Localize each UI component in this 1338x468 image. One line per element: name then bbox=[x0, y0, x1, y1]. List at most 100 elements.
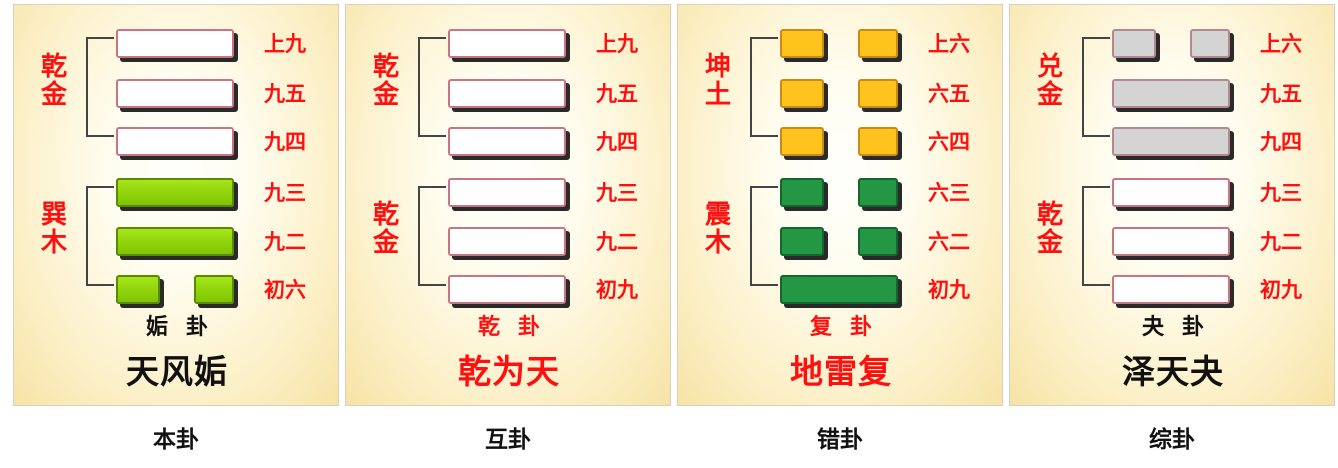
yao-line bbox=[1112, 127, 1237, 161]
yin-bar-right bbox=[194, 275, 234, 304]
yang-bar bbox=[1112, 275, 1230, 304]
yin-bar-right bbox=[858, 79, 898, 108]
yang-bar bbox=[448, 227, 566, 256]
yao-position-label: 九三 bbox=[596, 181, 638, 205]
yang-bar bbox=[116, 79, 234, 108]
yang-bar bbox=[448, 275, 566, 304]
yao-line bbox=[116, 178, 241, 212]
yang-bar bbox=[780, 275, 898, 304]
yang-bar bbox=[116, 178, 234, 207]
yang-bar bbox=[1112, 127, 1230, 156]
hexagram-full-name: 地雷复 bbox=[790, 352, 892, 391]
hexagram-panel: 坤 土震 木 上六六五六四六三六二初九复卦地雷复 bbox=[677, 4, 1003, 406]
yin-bar-left bbox=[780, 127, 824, 156]
hexagram-short-name: 复卦 bbox=[809, 315, 890, 340]
yao-line bbox=[116, 29, 241, 63]
yao-position-label: 九五 bbox=[264, 82, 306, 106]
yao-line bbox=[448, 178, 573, 212]
yao-line bbox=[780, 178, 905, 212]
lower-trigram-label: 乾 金 bbox=[372, 200, 399, 258]
yin-bar-right bbox=[858, 127, 898, 156]
yao-position-label: 初九 bbox=[596, 278, 638, 302]
yao-line bbox=[116, 275, 241, 309]
yao-position-label: 九二 bbox=[1260, 230, 1302, 254]
yao-line bbox=[116, 127, 241, 161]
hexagram-full-name: 泽天夬 bbox=[1122, 352, 1224, 391]
yang-bar bbox=[448, 79, 566, 108]
yao-position-label: 九四 bbox=[596, 130, 638, 154]
yang-bar bbox=[1112, 79, 1230, 108]
lower-trigram-label: 震 木 bbox=[704, 200, 731, 258]
lower-trigram-bracket bbox=[1082, 186, 1110, 286]
lower-trigram-label: 巽 木 bbox=[40, 200, 67, 258]
upper-trigram-label: 坤 土 bbox=[704, 52, 731, 110]
yao-position-label: 初九 bbox=[928, 278, 970, 302]
upper-trigram-bracket bbox=[1082, 37, 1110, 137]
yao-position-label: 六二 bbox=[928, 230, 970, 254]
yin-bar-right bbox=[858, 29, 898, 58]
hexagram-short-name: 乾卦 bbox=[477, 315, 558, 340]
yang-bar bbox=[448, 127, 566, 156]
yao-line bbox=[116, 227, 241, 261]
yao-position-label: 六四 bbox=[928, 130, 970, 154]
hexagram-full-name: 乾为天 bbox=[458, 352, 560, 391]
yao-position-label: 六五 bbox=[928, 82, 970, 106]
yao-position-label: 上六 bbox=[1260, 32, 1302, 56]
yin-bar-left bbox=[780, 29, 824, 58]
yao-position-label: 六三 bbox=[928, 181, 970, 205]
yao-line bbox=[1112, 227, 1237, 261]
lower-trigram-bracket bbox=[418, 186, 446, 286]
yang-bar bbox=[116, 127, 234, 156]
panel-caption: 错卦 bbox=[817, 427, 863, 453]
yang-bar bbox=[448, 178, 566, 207]
hexagram-panel: 乾 金乾 金上九九五九四九三九二初九乾卦乾为天 bbox=[345, 4, 671, 406]
yao-line bbox=[448, 79, 573, 113]
yao-line bbox=[448, 275, 573, 309]
yao-position-label: 九三 bbox=[264, 181, 306, 205]
upper-trigram-bracket bbox=[750, 37, 778, 137]
hexagram-full-name: 天风姤 bbox=[126, 352, 228, 391]
yao-position-label: 初九 bbox=[1260, 278, 1302, 302]
yin-bar-left bbox=[1112, 29, 1156, 58]
hexagram-panel: 兑 金乾 金上六九五九四九三九二初九夬卦泽天夬 bbox=[1009, 4, 1335, 406]
yao-line bbox=[448, 227, 573, 261]
yao-position-label: 九二 bbox=[596, 230, 638, 254]
yao-line bbox=[1112, 29, 1237, 63]
yao-line bbox=[780, 275, 905, 309]
lower-trigram-bracket bbox=[86, 186, 114, 286]
upper-trigram-label: 乾 金 bbox=[372, 52, 399, 110]
yin-bar-right bbox=[858, 227, 898, 256]
upper-trigram-label: 兑 金 bbox=[1036, 52, 1063, 110]
yin-bar-left bbox=[780, 79, 824, 108]
yao-line bbox=[780, 29, 905, 63]
upper-trigram-bracket bbox=[418, 37, 446, 137]
yao-position-label: 九二 bbox=[264, 230, 306, 254]
hexagram-panel: 乾 金巽 木上九九五九四九三九二初六姤卦天风姤 bbox=[13, 4, 339, 406]
yao-position-label: 九五 bbox=[1260, 82, 1302, 106]
yao-position-label: 上六 bbox=[928, 32, 970, 56]
yao-position-label: 上九 bbox=[264, 32, 306, 56]
yang-bar bbox=[116, 227, 234, 256]
yao-position-label: 九五 bbox=[596, 82, 638, 106]
yao-line bbox=[1112, 275, 1237, 309]
hexagram-short-name: 夬卦 bbox=[1141, 315, 1222, 340]
yang-bar bbox=[448, 29, 566, 58]
yao-line bbox=[116, 79, 241, 113]
yao-line bbox=[448, 127, 573, 161]
yao-line bbox=[780, 79, 905, 113]
lower-trigram-bracket bbox=[750, 186, 778, 286]
yin-bar-right bbox=[1190, 29, 1230, 58]
yin-bar-left bbox=[116, 275, 160, 304]
yao-position-label: 上九 bbox=[596, 32, 638, 56]
panel-caption: 本卦 bbox=[153, 427, 199, 453]
upper-trigram-label: 乾 金 bbox=[40, 52, 67, 110]
yao-line bbox=[1112, 79, 1237, 113]
yao-position-label: 九三 bbox=[1260, 181, 1302, 205]
panel-caption: 互卦 bbox=[485, 427, 531, 453]
yao-line bbox=[448, 29, 573, 63]
yin-bar-left bbox=[780, 227, 824, 256]
yin-bar-right bbox=[858, 178, 898, 207]
yang-bar bbox=[1112, 227, 1230, 256]
yao-position-label: 九四 bbox=[1260, 130, 1302, 154]
yao-line bbox=[780, 227, 905, 261]
